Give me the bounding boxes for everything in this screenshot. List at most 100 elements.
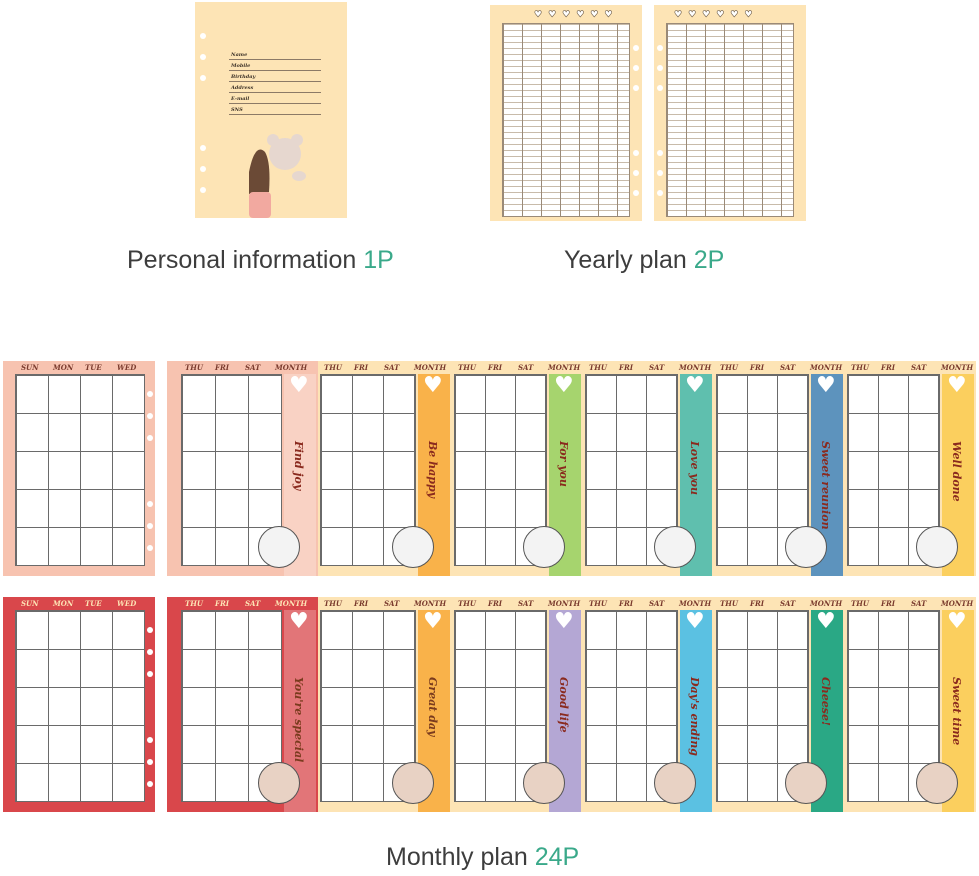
decorative-illustration [392, 762, 434, 804]
heart-icon: ♥ [816, 609, 836, 634]
weekday-label: MONTH [548, 599, 581, 608]
weekday-label: THU [720, 599, 738, 608]
field-label-name: Name [231, 52, 248, 58]
heart-icon: ♥ [685, 373, 705, 398]
binder-hole [147, 523, 153, 529]
heart-icon: ♥ [289, 609, 309, 634]
weekday-label: SAT [518, 363, 534, 372]
binder-hole [147, 759, 153, 765]
weekday-label: THU [185, 363, 203, 372]
month-phrase: Good life [557, 677, 570, 733]
heart-icons: ♥♥♥♥♥♥ [674, 10, 759, 21]
binder-hole [657, 170, 663, 176]
binder-hole [657, 65, 663, 71]
weekday-label: MONTH [810, 363, 843, 372]
heart-icon: ♥ [423, 373, 443, 398]
binder-hole [633, 45, 639, 51]
binder-hole [200, 187, 206, 193]
heart-icon: ♥ [947, 609, 967, 634]
weekday-label: MONTH [275, 363, 308, 372]
weekday-label: WED [117, 599, 137, 608]
month-phrase: Great day [426, 677, 439, 737]
decorative-illustration [785, 762, 827, 804]
decorative-illustration [392, 526, 434, 568]
heart-icons: ♥♥♥♥♥♥ [534, 10, 619, 21]
weekday-label: MONTH [548, 363, 581, 372]
field-label-address: Address [231, 85, 254, 91]
weekday-label: SAT [780, 599, 796, 608]
weekday-label: MONTH [414, 599, 447, 608]
weekday-label: SUN [21, 599, 39, 608]
yearly-caption: Yearly plan 2P [564, 246, 725, 274]
weekday-label: SAT [649, 363, 665, 372]
weekday-label: THU [851, 599, 869, 608]
binder-hole [147, 737, 153, 743]
weekday-label: SAT [911, 599, 927, 608]
binder-hole [147, 649, 153, 655]
binder-hole [633, 190, 639, 196]
yearly-page-right: ♥♥♥♥♥♥ [654, 5, 806, 221]
weekday-label: THU [324, 599, 342, 608]
calendar-grid [585, 374, 678, 566]
binder-hole [657, 150, 663, 156]
weekday-label: THU [589, 599, 607, 608]
field-label-mobile: Mobile [231, 63, 251, 69]
weekday-label: WED [117, 363, 137, 372]
weekday-label: THU [851, 363, 869, 372]
heart-icon: ♥ [289, 373, 309, 398]
weekday-label: TUE [85, 599, 102, 608]
weekday-label: MONTH [679, 363, 712, 372]
decorative-illustration [523, 526, 565, 568]
binder-hole [633, 170, 639, 176]
month-phrase: Love you [688, 441, 701, 496]
weekday-label: SAT [911, 363, 927, 372]
calendar-grid [15, 610, 145, 802]
binder-hole [633, 150, 639, 156]
weekday-label: SAT [245, 599, 261, 608]
calendar-grid [15, 374, 145, 566]
binder-hole [147, 501, 153, 507]
calendar-grid [716, 610, 809, 802]
monthly-caption: Monthly plan 24P [386, 843, 580, 871]
binder-hole [147, 781, 153, 787]
field-label-email: E-mail [231, 96, 250, 102]
yearly-grid [502, 23, 630, 217]
weekday-label: THU [720, 363, 738, 372]
weekday-label: MONTH [941, 599, 974, 608]
month-phrase: Be happy [426, 441, 439, 499]
heart-icon: ♥ [685, 609, 705, 634]
month-phrase: Sweet reunion [819, 441, 832, 530]
calendar-grid [181, 374, 282, 566]
weekday-label: FRI [215, 599, 230, 608]
weekday-label: THU [185, 599, 203, 608]
heart-icon: ♥ [947, 373, 967, 398]
decorative-illustration [523, 762, 565, 804]
binder-hole [200, 54, 206, 60]
binder-hole [200, 33, 206, 39]
binder-hole [200, 75, 206, 81]
month-phrase: For you [557, 441, 570, 487]
weekday-label: FRI [619, 599, 634, 608]
heart-icon: ♥ [816, 373, 836, 398]
weekday-label: MON [53, 599, 74, 608]
weekday-label: FRI [750, 599, 765, 608]
yearly-grid [666, 23, 794, 217]
binder-hole [633, 65, 639, 71]
month-phrase: Day's ending [688, 677, 701, 757]
decorative-illustration [258, 526, 300, 568]
weekday-label: MONTH [941, 363, 974, 372]
field-label-birthday: Birthday [231, 74, 256, 80]
field-line [229, 81, 321, 82]
personal-info-page: Name Mobile Birthday Address E-mail SNS [195, 2, 347, 218]
binder-hole [657, 45, 663, 51]
